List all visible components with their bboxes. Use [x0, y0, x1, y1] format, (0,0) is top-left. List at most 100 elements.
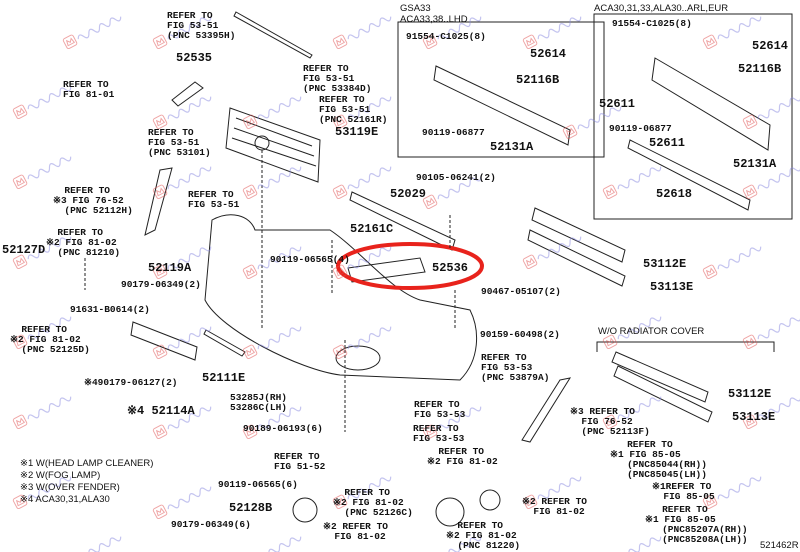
part-label-r52116b: 52116B	[738, 62, 782, 76]
grille-53112e-b	[611, 351, 709, 403]
part-label-r52611a: 52611	[599, 97, 636, 111]
watermark-script	[347, 166, 392, 190]
watermark-logo	[12, 476, 72, 510]
watermark-script	[347, 246, 392, 270]
watermark-crown-icon	[742, 184, 758, 200]
part-label-l52116b: 52116B	[516, 73, 560, 87]
watermark-crown-icon	[242, 264, 258, 280]
grille-part	[225, 107, 321, 183]
watermark-logo	[332, 476, 392, 510]
watermark-script	[537, 236, 582, 260]
fog-cover-52128b	[292, 497, 318, 523]
part-label-p90189: 90189-06193(6)	[243, 423, 323, 434]
part-label-ref-52125d: REFER TO ※2 FIG 81-02 (PNC 52125D)	[10, 324, 90, 355]
watermark-crown-icon	[242, 184, 258, 200]
part-label-l52614: 52614	[530, 47, 567, 61]
part-label-p90119-4: 90119-06565(4)	[270, 254, 350, 265]
part-label-p52536: 52536	[432, 261, 469, 275]
part-label-ref-52161r: REFER TO FIG 53-51 (PNC 52161R)	[319, 94, 388, 125]
part-label-r52614: 52614	[752, 39, 789, 53]
leader-lines	[84, 150, 456, 432]
part-label-ref-52126c: REFER TO ※2 FIG 81-02 (PNC 52126C)	[333, 487, 413, 518]
watermark-crown-icon	[562, 124, 578, 140]
part-label-ref-53-53b: REFER TO FIG 53-53	[413, 423, 465, 444]
watermark-script	[257, 246, 302, 270]
watermark-logo	[152, 16, 212, 50]
watermark-crown-icon	[422, 424, 438, 440]
part-label-ref-51-52: REFER TO FIG 51-52	[274, 451, 326, 472]
part-label-p90179-06127: ※490179-06127(2)	[84, 377, 178, 388]
watermark-logo	[12, 86, 72, 120]
watermark-script	[717, 246, 762, 270]
watermark-logo	[522, 476, 582, 510]
watermark-script	[257, 536, 302, 552]
watermark-crown-icon	[742, 334, 758, 350]
part-label-l90119: 90119-06877	[422, 127, 485, 138]
part-label-p52161c: 52161C	[350, 222, 394, 236]
grille-lower-52111e	[203, 329, 246, 357]
inset-title-lhd: GSA33 ACA33,38..LHD	[400, 3, 468, 25]
molding-part	[233, 11, 313, 59]
watermark-script	[257, 166, 302, 190]
fender-liner-52112h	[144, 167, 173, 236]
watermark-crown-icon	[12, 334, 28, 350]
watermark-logo	[602, 396, 662, 430]
part-label-ref-81-01: REFER TO FIG 81-01	[63, 79, 115, 100]
watermark-logo	[562, 106, 622, 140]
part-label-ref-81-02a: REFER TO ※2 FIG 81-02	[427, 446, 498, 467]
watermark-crown-icon	[12, 494, 28, 510]
watermark-crown-icon	[422, 194, 438, 210]
watermark-script	[757, 316, 800, 340]
part-label-r52618: 52618	[656, 187, 693, 201]
watermark-script	[577, 106, 622, 130]
watermark-script	[617, 396, 662, 420]
fog-lamp-81220	[479, 489, 501, 511]
watermark-crown-icon	[152, 424, 168, 440]
watermark-script	[167, 406, 212, 430]
part-label-ref-53395h: REFER TO FIG 53-51 (PNC 53395H)	[167, 10, 236, 41]
part-label-l91554: 91554-C1025(8)	[406, 31, 486, 42]
watermark-crown-icon	[422, 34, 438, 50]
part-label-p91631: 91631-B0614(2)	[70, 304, 150, 315]
watermark-logo	[742, 396, 800, 430]
part-label-r91554: 91554-C1025(8)	[612, 18, 692, 29]
bumper-cover-52119a	[204, 214, 478, 381]
watermark-crown-icon	[702, 494, 718, 510]
watermark-crown-icon	[12, 104, 28, 120]
footnote: ※3 W(OVER FENDER)	[20, 482, 120, 493]
part-label-p52029: 52029	[390, 187, 427, 201]
watermark-crown-icon	[242, 114, 258, 130]
part-label-p90159: 90159-60498(2)	[480, 329, 560, 340]
watermark-script	[717, 476, 762, 500]
watermark-crown-icon	[702, 264, 718, 280]
watermark-crown-icon	[742, 414, 758, 430]
watermark-crown-icon	[332, 264, 348, 280]
watermark-logo	[62, 16, 122, 50]
part-label-ref-52113f: ※3 REFER TO FIG 76-52 (PNC 52113F)	[570, 406, 650, 437]
watermark-script	[167, 246, 212, 270]
inset-box-eur	[593, 13, 793, 220]
watermark-logo	[152, 96, 212, 130]
watermark-logo	[12, 316, 72, 350]
watermark-crown-icon	[742, 114, 758, 130]
watermark-script	[437, 16, 482, 40]
watermark-script	[167, 326, 212, 350]
watermark-script	[27, 396, 72, 420]
part-label-ref-81220: REFER TO ※2 FIG 81-02 (PNC 81220)	[446, 520, 521, 551]
watermark-script	[757, 96, 800, 120]
watermark-script	[437, 176, 482, 200]
watermark-logo	[152, 406, 212, 440]
absorber-52618	[627, 139, 751, 211]
watermark-logo	[152, 486, 212, 520]
watermark-script	[77, 16, 122, 40]
part-label-p53113e-a: 53113E	[650, 280, 694, 294]
watermark-crown-icon	[522, 254, 538, 270]
watermark-logo	[257, 536, 302, 552]
watermark-script	[347, 326, 392, 350]
part-label-p53113e-b: 53113E	[732, 410, 776, 424]
watermark-script	[617, 166, 662, 190]
watermark-crown-icon	[152, 264, 168, 280]
watermark-crown-icon	[12, 174, 28, 190]
part-label-ref-85207a: REFER TO ※1 FIG 85-05 (PNC85207A(RH)) (P…	[645, 504, 748, 545]
